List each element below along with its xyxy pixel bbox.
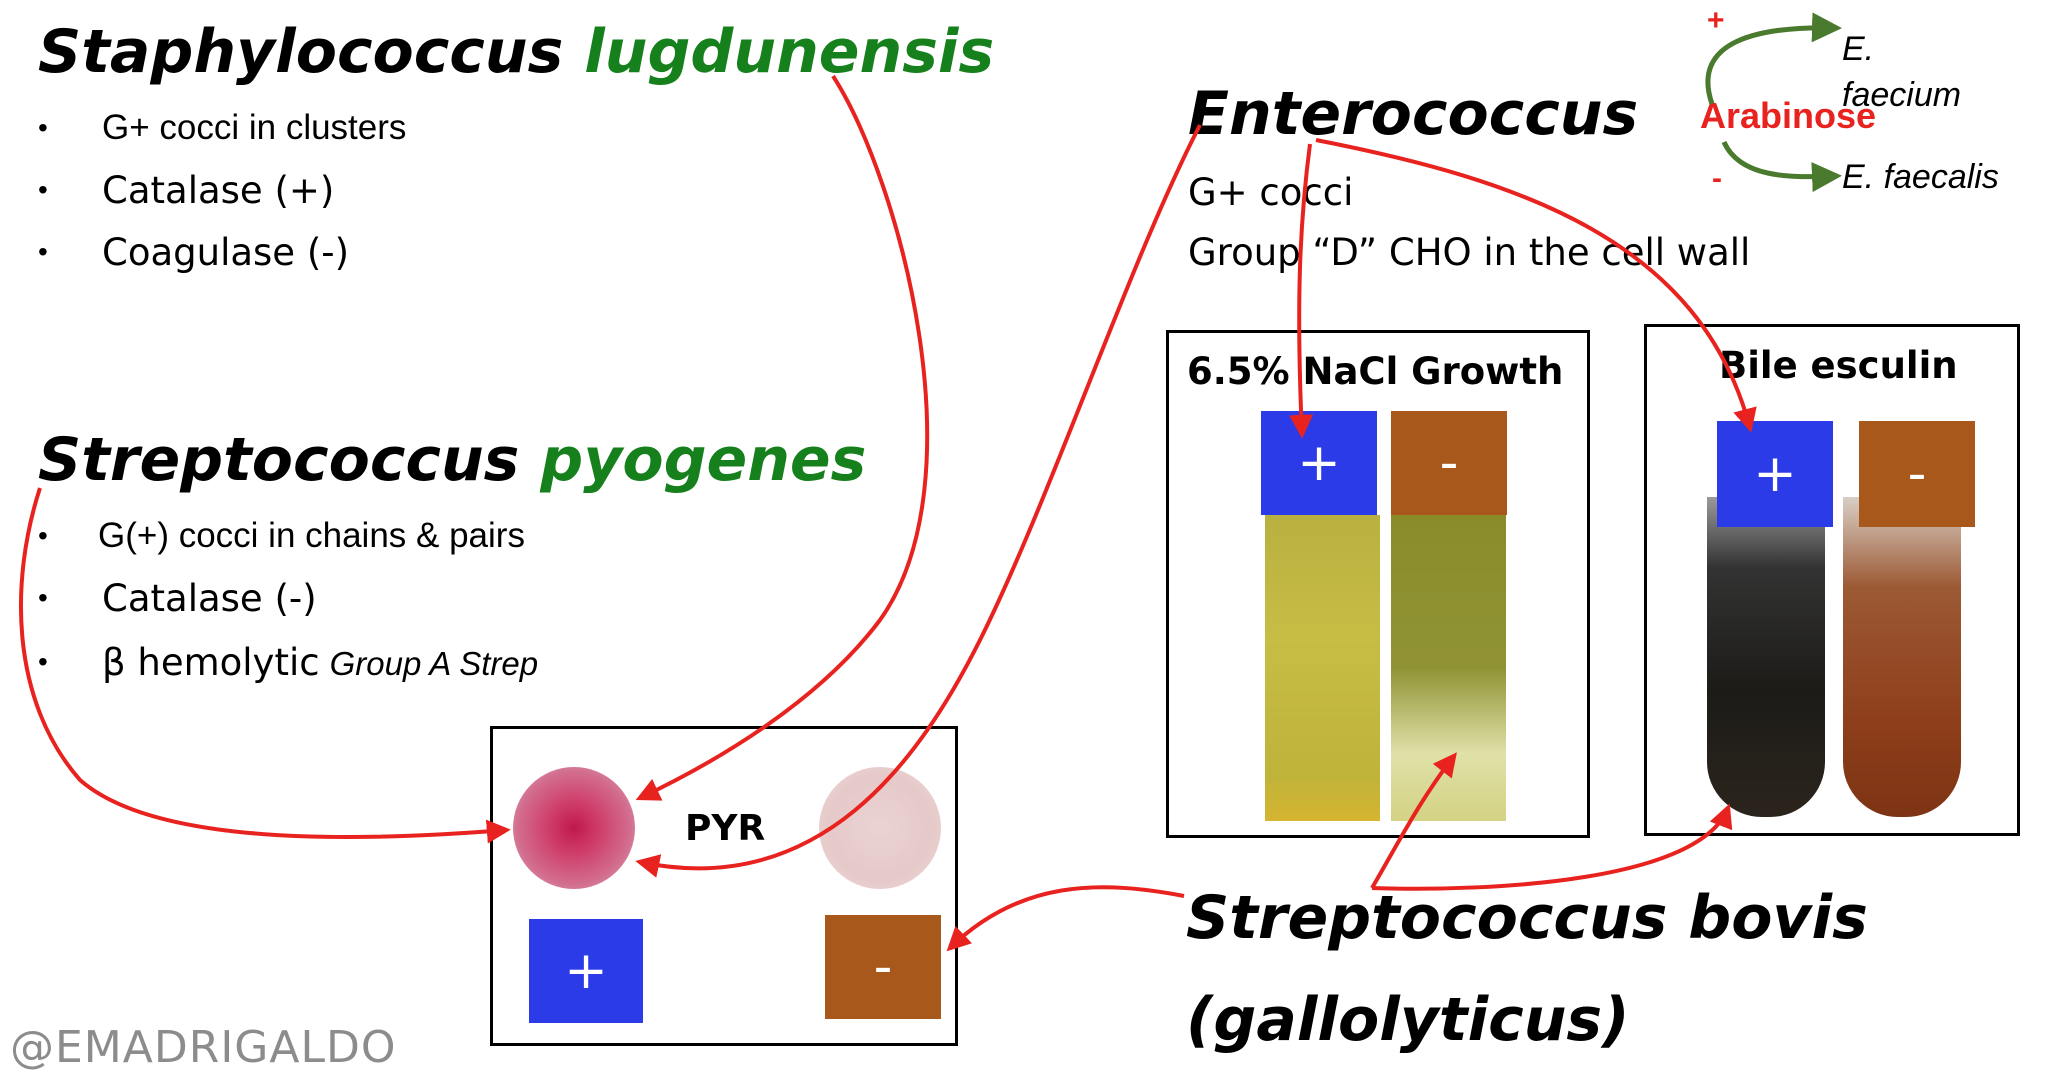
pyr-positive-spot	[513, 767, 635, 889]
bovis-to-pyr-negative-arrow	[946, 885, 1185, 952]
e-faecalis-label: E. faecalis	[1842, 158, 1999, 196]
list-item-text: Coagulase (-)	[102, 231, 350, 274]
bullet-dot: •	[38, 174, 48, 205]
strep-pyogenes-title: Streptococcus pyogenes	[38, 430, 866, 490]
nacl-test-label: 6.5% NaCl Growth	[1187, 350, 1564, 393]
bile-esculin-panel: Bile esculin + -	[1644, 324, 2020, 836]
arabinose-label: Arabinose	[1700, 95, 1877, 136]
author-watermark: @EMADRIGALDO	[10, 1022, 397, 1073]
list-item-text: Catalase (-)	[102, 577, 317, 620]
strep-pyogenes-bullets: • G(+) cocci in chains & pairs • Catalas…	[38, 518, 738, 698]
arabinose-plus-sign: +	[1707, 4, 1725, 37]
hemolysis-text: β hemolytic	[102, 641, 320, 684]
bile-negative-marker: -	[1859, 421, 1975, 527]
staph-genus: Staphylococcus	[38, 17, 564, 87]
bile-positive-marker: +	[1717, 421, 1833, 527]
pyr-negative-marker: -	[825, 915, 941, 1019]
enterococcus-title: Enterococcus	[1188, 79, 1639, 149]
staph-species: lugdunensis	[584, 17, 995, 87]
pyr-test-panel: PYR + -	[490, 726, 958, 1046]
strep-bovis-line-2: (gallolyticus)	[1186, 985, 1630, 1055]
bullet-dot: •	[38, 646, 48, 677]
arabinose-positive-arrow	[1705, 12, 1842, 105]
bile-positive-tube	[1707, 497, 1825, 817]
pyr-negative-spot	[819, 767, 941, 889]
nacl-test-panel: 6.5% NaCl Growth + -	[1166, 330, 1590, 838]
strep-pyogenes-species: pyogenes	[540, 425, 867, 495]
nacl-negative-marker: -	[1391, 411, 1507, 515]
nacl-positive-marker: +	[1261, 411, 1377, 515]
group-a-strep-note: Group A Strep	[329, 645, 539, 682]
pyr-positive-marker: +	[529, 919, 643, 1023]
arabinose-minus-sign: -	[1712, 162, 1722, 195]
bile-negative-tube	[1843, 497, 1961, 817]
strep-pyogenes-genus: Streptococcus	[38, 425, 520, 495]
list-item-text: Catalase (+)	[102, 169, 335, 212]
enterococcus-line-1: G+ cocci	[1188, 171, 1354, 214]
strep-bovis-line-1: Streptococcus bovis	[1186, 883, 1868, 953]
arabinose-negative-arrow	[1721, 140, 1842, 193]
bullet-dot: •	[38, 236, 48, 267]
bullet-dot: •	[38, 112, 48, 143]
bullet-dot: •	[38, 582, 48, 613]
enterococcus-line-2: Group “D” CHO in the cell wall	[1188, 231, 1751, 274]
pyr-label: PYR	[685, 808, 766, 849]
bile-esculin-label: Bile esculin	[1719, 344, 1958, 387]
list-item-text: G(+) cocci in chains & pairs	[98, 516, 525, 555]
staph-title: Staphylococcus lugdunensis	[38, 22, 994, 82]
bullet-dot: •	[38, 520, 48, 551]
staph-bullets: • G+ cocci in clusters • Catalase (+) • …	[38, 110, 638, 290]
nacl-negative-tube	[1391, 515, 1506, 821]
list-item-text: G+ cocci in clusters	[102, 108, 407, 147]
nacl-positive-tube	[1265, 515, 1380, 821]
list-item-text: β hemolytic Group A Strep	[102, 644, 538, 681]
e-faecium-label: E. faecium	[1842, 30, 1962, 114]
